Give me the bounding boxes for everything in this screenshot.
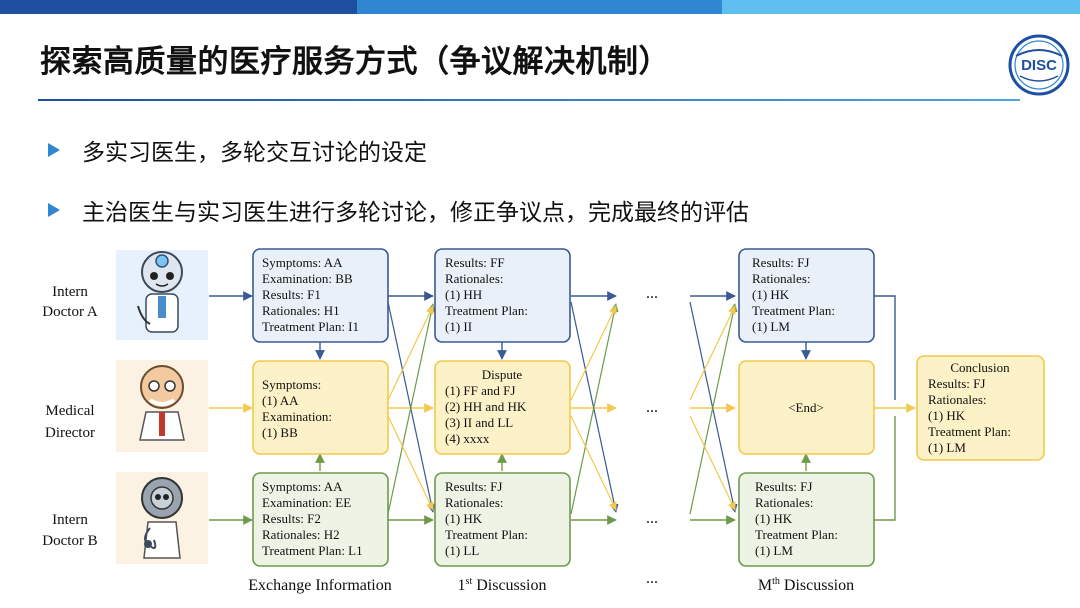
d1-a-line-5: (1) II xyxy=(445,319,472,334)
conclusion-line-4: (1) HK xyxy=(928,408,966,423)
arrow-into-dmA-from-m xyxy=(689,305,736,401)
dm-a-line-4: Treatment Plan: xyxy=(752,303,835,318)
ellipsis-row-m: ... xyxy=(646,399,658,416)
dm-a-line-5: (1) LM xyxy=(752,319,790,334)
d1-a-line-1: Results: FF xyxy=(445,255,505,270)
dm-box-end xyxy=(738,360,875,455)
d1-a-line-2: Rationales: xyxy=(445,271,504,286)
dm-a-line-1: Results: FJ xyxy=(752,255,809,270)
top-bar-segment-dark xyxy=(0,0,357,14)
intern-doctor-a-avatar xyxy=(116,250,208,340)
dm-b-line-1: Results: FJ xyxy=(755,479,812,494)
d1-m-line-3: (2) HH and HK xyxy=(445,399,527,414)
d1-m-line-1: Dispute xyxy=(482,367,523,382)
stage-label-ellipsis: ... xyxy=(646,570,658,587)
ellipsis-row-a: ... xyxy=(646,285,658,302)
conclusion-line-5: Treatment Plan: xyxy=(928,424,1011,439)
connector-dmB-to-conclusion xyxy=(874,416,896,521)
exchange-box-intern-b xyxy=(252,472,389,567)
d1-b-line-3: (1) HK xyxy=(445,511,483,526)
bullet-item-2: 主治医生与实习医生进行多轮讨论，修正争议点，完成最终的评估 xyxy=(48,193,749,227)
role-label-director-line1: Medical xyxy=(45,403,94,419)
bullet-text-2: 主治医生与实习医生进行多轮讨论，修正争议点，完成最终的评估 xyxy=(82,200,749,226)
ex-m-line-3: Examination: xyxy=(262,409,332,424)
conclusion-line-6: (1) LM xyxy=(928,440,966,455)
d1-m-line-4: (3) II and LL xyxy=(445,415,513,430)
arrow-d1M-cross-up xyxy=(570,305,617,401)
intern-doctor-b-avatar xyxy=(116,472,208,564)
slide-title: 探索高质量的医疗服务方式（争议解决机制） xyxy=(40,44,670,80)
d1-b-line-1: Results: FJ xyxy=(445,479,502,494)
bullet-triangle-icon xyxy=(48,203,60,217)
conclusion-line-2: Results: FJ xyxy=(928,376,985,391)
bullet-item-1: 多实习医生，多轮交互讨论的设定 xyxy=(48,133,427,167)
exchange-box-intern-a xyxy=(252,248,389,343)
dm-b-line-3: (1) HK xyxy=(755,511,793,526)
arrow-into-dmA-cross xyxy=(689,303,738,515)
conclusion-title: Conclusion xyxy=(950,360,1010,375)
dm-box-intern-a xyxy=(738,248,875,343)
ex-m-line-1: Symptoms: xyxy=(262,377,321,392)
dm-m-end-label: <End> xyxy=(788,400,824,415)
top-bar-segment-mid xyxy=(357,0,722,14)
title-underline xyxy=(38,99,1020,101)
dm-box-intern-b xyxy=(738,472,875,567)
d1-a-line-3: (1) HH xyxy=(445,287,482,302)
ex-m-line-4: (1) BB xyxy=(262,425,298,440)
bullet-triangle-icon xyxy=(48,143,60,157)
conclusion-box xyxy=(916,355,1045,461)
arrow-d1B-cross xyxy=(570,303,619,515)
dm-a-line-2: Rationales: xyxy=(752,271,811,286)
d1-b-line-4: Treatment Plan: xyxy=(445,527,528,542)
ellipsis-row-b: ... xyxy=(646,510,658,527)
top-bar-segment-light xyxy=(722,0,1080,14)
ex-b-line-3: Results: F2 xyxy=(262,511,321,526)
dm-b-line-4: Treatment Plan: xyxy=(755,527,838,542)
role-label-director-line2: Director xyxy=(45,425,95,441)
ex-a-line-3: Results: F1 xyxy=(262,287,321,302)
ex-a-line-5: Treatment Plan: I1 xyxy=(262,319,359,334)
conclusion-line-3: Rationales: xyxy=(928,392,987,407)
role-label-intern-b-line2: Doctor B xyxy=(42,533,97,549)
exchange-box-director xyxy=(252,360,389,455)
d1-b-line-5: (1) LL xyxy=(445,543,479,558)
ex-a-line-2: Examination: BB xyxy=(262,271,353,286)
ex-b-line-5: Treatment Plan: L1 xyxy=(262,543,363,558)
stage-label-exchange: Exchange Information xyxy=(248,577,392,594)
medical-director-avatar xyxy=(116,360,208,452)
arrow-exM-to-d1B xyxy=(387,415,434,511)
arrow-exM-to-d1A xyxy=(387,305,434,401)
top-color-bar xyxy=(0,0,1080,14)
discussion-flow-diagram: Intern Doctor A Medical Director Intern … xyxy=(42,248,1045,594)
ex-b-line-2: Examination: EE xyxy=(262,495,351,510)
ex-a-line-1: Symptoms: AA xyxy=(262,255,343,270)
ex-a-line-4: Rationales: H1 xyxy=(262,303,340,318)
dm-a-line-3: (1) HK xyxy=(752,287,790,302)
disc-logo: DISC xyxy=(1008,34,1070,96)
bullet-text-1: 多实习医生，多轮交互讨论的设定 xyxy=(82,140,427,166)
role-label-intern-a-line1: Intern xyxy=(52,284,88,300)
arrow-into-dmB-from-m xyxy=(689,415,736,511)
d1-box-dispute xyxy=(434,360,571,455)
dm-b-line-5: (1) LM xyxy=(755,543,793,558)
arrow-exB-to-d1A xyxy=(387,303,436,515)
svg-text:DISC: DISC xyxy=(1021,57,1057,74)
ex-b-line-4: Rationales: H2 xyxy=(262,527,340,542)
role-label-intern-a-line2: Doctor A xyxy=(42,304,98,320)
d1-m-line-2: (1) FF and FJ xyxy=(445,383,515,398)
arrow-d1M-cross-down xyxy=(570,415,617,511)
d1-m-line-5: (4) xxxx xyxy=(445,431,490,446)
d1-box-intern-a xyxy=(434,248,571,343)
role-label-intern-b-line1: Intern xyxy=(52,512,88,528)
ex-m-line-2: (1) AA xyxy=(262,393,299,408)
d1-b-line-2: Rationales: xyxy=(445,495,504,510)
dm-b-line-2: Rationales: xyxy=(755,495,814,510)
stage-label-first-discussion: 1st Discussion xyxy=(458,576,547,594)
stage-label-mth-discussion: Mth Discussion xyxy=(758,576,854,594)
connector-dmA-to-conclusion xyxy=(874,295,896,400)
d1-box-intern-b xyxy=(434,472,571,567)
d1-a-line-4: Treatment Plan: xyxy=(445,303,528,318)
ex-b-line-1: Symptoms: AA xyxy=(262,479,343,494)
